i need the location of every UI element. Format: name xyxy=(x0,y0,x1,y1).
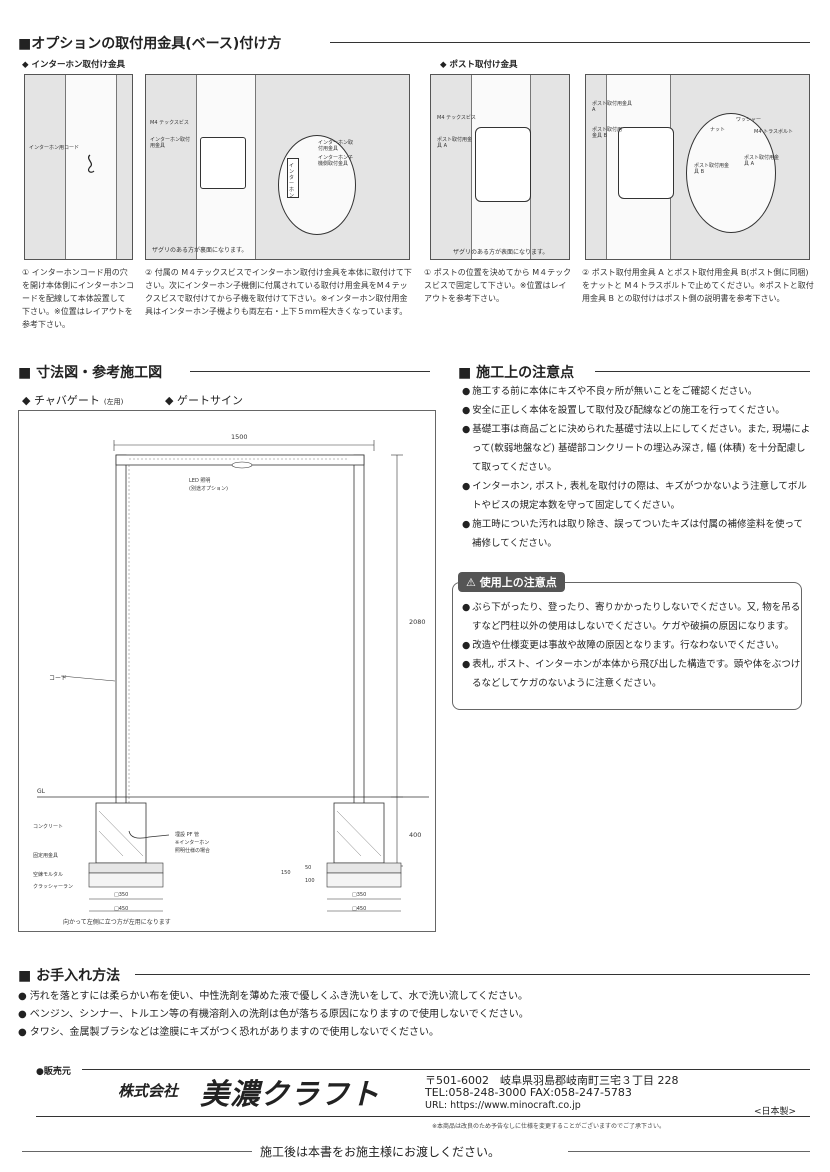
left-use-note: 向かって左側に立つ方が左用になります xyxy=(63,919,171,926)
company-tel-fax: TEL:058-248-3000 FAX:058-247-5783 xyxy=(425,1086,632,1099)
dim-2080: 2080 xyxy=(409,618,426,626)
post-step1-illustration: M4 テックスビス ポスト取付用金具 A ザグリのある方が表面になります。 xyxy=(430,74,570,260)
usage-notes-list: ぶら下がったり、登ったり、寄りかかったりしないでください。又, 物を吊るすなど門… xyxy=(462,598,802,693)
intercom-step2-caption: ② 付属の M４テックスビスでインターホン取付け金具を本体に取付けて下さい。次に… xyxy=(145,268,412,316)
usage-note: 改造や仕様変更は事故や故障の原因となります。行なわないでください。 xyxy=(462,636,802,655)
post-bracket-a xyxy=(475,127,531,202)
led-label: LED 照明 xyxy=(189,478,211,484)
construction-note: インターホン, ポスト, 表札を取付けの際は、キズがつかないよう注意してボルトや… xyxy=(462,477,812,515)
usage-notes-badge: ⚠ 使用上の注意点 xyxy=(458,572,565,592)
made-in-japan: <日本製> xyxy=(754,1107,797,1117)
intercom-step1-illustration: インターホン用コード xyxy=(24,74,133,260)
construction-notes-title: ■ 施工上の注意点 xyxy=(458,365,575,381)
care-section-title: ■ お手入れ方法 xyxy=(18,968,121,984)
dimension-drawing: 1500 2080 400 LED 照明 (別途オプション) コード GL コン… xyxy=(18,410,436,932)
dimension-section-title: ■ 寸法図・参考施工図 xyxy=(18,365,163,381)
step2-note: ザグリのある方が裏面になります。 xyxy=(152,247,248,254)
care-item: タワシ、金属製ブラシなどは塗膜にキズがつく恐れがありますので使用しないでください… xyxy=(18,1024,818,1042)
post-step2-caption: ② ポスト取付用金具 A とポスト取付用金具 B(ポスト側に同梱)をナットと M… xyxy=(582,268,814,303)
intercom-step1-caption: ① インターホンコード用の穴を開け本体側にインターホンコードを配線して本体設置し… xyxy=(22,268,134,329)
construction-note: 施工する前に本体にキズや不良ヶ所が無いことをご確認ください。 xyxy=(462,382,812,401)
chaba-gate-subtitle: ◆ チャバゲート(左用) xyxy=(22,394,124,407)
gate-sign-subtitle: ◆ ゲートサイン xyxy=(165,394,243,407)
cord-label: インターホン用コード xyxy=(29,145,80,151)
care-list: 汚れを落とすには柔らかい布を使い、中性洗剤を薄めた液で優しくふき洗いをして、水で… xyxy=(18,988,818,1042)
care-item: ベンジン、シンナー、トルエン等の有機溶剤入の洗剤は色が落ちる原因になりますので使… xyxy=(18,1006,818,1024)
post-step1-caption: ① ポストの位置を決めてから M４テックスビスで固定して下さい。※位置はレイアウ… xyxy=(424,268,572,303)
disclaimer: ※本商品は改良のため予告なしに仕様を変更することがございますのでご了承下さい。 xyxy=(432,1123,666,1130)
company-logo: 美濃クラフト xyxy=(200,1077,381,1111)
title-rule xyxy=(330,42,810,43)
care-item: 汚れを落とすには柔らかい布を使い、中性洗剤を薄めた液で優しくふき洗いをして、水で… xyxy=(18,988,818,1006)
company-url[interactable]: URL: https://www.minocraft.co.jp xyxy=(425,1100,581,1111)
construction-note: 安全に正しく本体を設置して取付及び配線などの施工を行ってください。 xyxy=(462,401,812,420)
handover-note: 施工後は本書をお施主様にお渡しください。 xyxy=(260,1145,501,1159)
warning-icon: ⚠ xyxy=(466,576,476,589)
dim-400: 400 xyxy=(409,831,422,839)
intercom-step2-illustration: インターホン M4 テックスビス インターホン取付用金具 インターホン取付用金具… xyxy=(145,74,410,260)
seller-label: ●販売元 xyxy=(36,1067,71,1077)
construction-note: 施工時についた汚れは取り除き、誤ってついたキズは付属の補修塗料を使って補修してく… xyxy=(462,515,812,553)
gate-drawing-svg xyxy=(37,440,429,912)
company-prefix: 株式会社 xyxy=(118,1082,179,1100)
dim-1500: 1500 xyxy=(231,433,248,441)
usage-note: ぶら下がったり、登ったり、寄りかかったりしないでください。又, 物を吊るすなど門… xyxy=(462,598,802,636)
usage-note: 表札, ポスト、インターホンが本体から飛び出した構造です。頭や体をぶつけるなどし… xyxy=(462,655,802,693)
post-step2-illustration: ポスト取付用金具 A ポスト取付用金具 B ナット ワッシャー M4 トラスボル… xyxy=(585,74,810,260)
cord-hook-icon xyxy=(87,154,95,173)
option-section-title: ■オプションの取付用金具(ベース)付け方 xyxy=(18,36,282,52)
step3-note: ザグリのある方が表面になります。 xyxy=(453,249,549,256)
construction-note: 基礎工事は商品ごとに決められた基礎寸法以上にしてください。また, 現場によって(… xyxy=(462,420,812,477)
intercom-bracket xyxy=(200,137,246,189)
intercom-subtitle: ◆ インターホン取付け金具 xyxy=(22,60,125,70)
post-subtitle: ◆ ポスト取付け金具 xyxy=(440,60,518,70)
gl-label: GL xyxy=(37,788,45,795)
construction-notes-list: 施工する前に本体にキズや不良ヶ所が無いことをご確認ください。 安全に正しく本体を… xyxy=(462,382,812,553)
post-zoom-circle xyxy=(686,113,776,233)
company-address: 〒501-6002 岐阜県羽島郡岐南町三宅３丁目 228 xyxy=(425,1074,679,1087)
cord-dim-label: コード xyxy=(49,675,68,682)
